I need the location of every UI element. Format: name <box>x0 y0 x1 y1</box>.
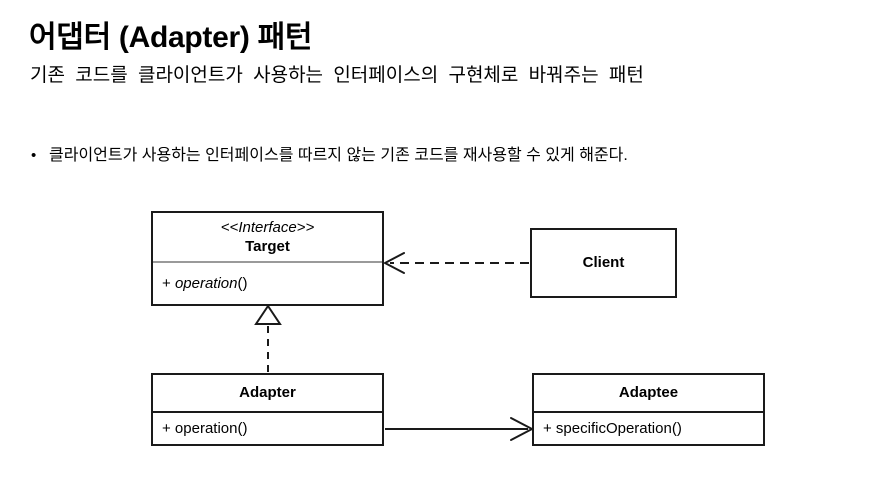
list-item: • 클라이언트가 사용하는 인터페이스를 따르지 않는 기존 코드를 재사용할 … <box>31 144 628 168</box>
uml-class-adaptee[interactable]: Adaptee + specificOperation() <box>532 373 765 446</box>
uml-class-target[interactable]: <<Interface>> Target + operation() <box>151 211 384 306</box>
uml-class-adapter[interactable]: Adapter + operation() <box>151 373 384 446</box>
uml-class-adapter-name: Adapter <box>239 384 296 401</box>
uml-member: + operation() <box>162 419 248 437</box>
uml-class-target-stereotype: <<Interface>> <box>220 218 315 236</box>
uml-class-adaptee-header: Adaptee <box>534 375 763 411</box>
uml-class-target-members: + operation() <box>153 261 382 304</box>
uml-class-client-name: Client <box>582 254 625 271</box>
uml-class-client-header: Client <box>532 230 675 296</box>
bullet-marker-icon: • <box>31 147 37 164</box>
uml-class-adaptee-name: Adaptee <box>618 384 679 401</box>
uml-class-adapter-header: Adapter <box>153 375 382 411</box>
page-subtitle: 기존 코드를 클라이언트가 사용하는 인터페이스의 구현체로 바꿔주는 패턴 <box>30 65 644 86</box>
uml-class-adaptee-members: + specificOperation() <box>534 411 763 444</box>
uml-member: + operation() <box>162 274 248 292</box>
uml-class-target-header: <<Interface>> Target <box>153 213 382 261</box>
relation-client-target <box>384 252 529 274</box>
list-item-label: 클라이언트가 사용하는 인터페이스를 따르지 않는 기존 코드를 재사용할 수 … <box>49 147 628 164</box>
relation-adapter-target <box>254 304 282 372</box>
page-title: 어댑터 (Adapter) 패턴 <box>29 21 313 54</box>
relation-adapter-adaptee <box>385 417 533 441</box>
uml-class-client[interactable]: Client <box>530 228 677 298</box>
uml-class-target-name: Target <box>245 237 290 255</box>
uml-class-adapter-members: + operation() <box>153 411 382 444</box>
uml-member: + specificOperation() <box>543 419 682 437</box>
